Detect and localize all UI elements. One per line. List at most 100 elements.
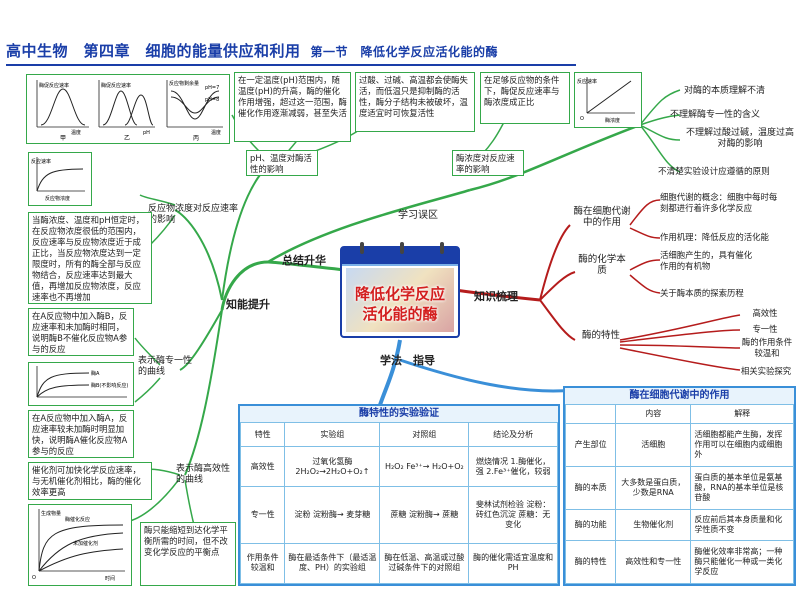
metabolism-mechanism: 作用机理：降低反应的活化能: [660, 232, 769, 242]
misunderstanding-3: 不理解过酸过碱，温度过高对酶的影响: [685, 128, 794, 149]
table-cell: 活细胞: [615, 422, 692, 467]
nature-history: 关于酶本质的探索历程: [660, 288, 744, 298]
calendar-ring: [440, 242, 444, 254]
graph-jia: 酶促反应速率 温度 甲: [36, 80, 89, 142]
branch-nengli: 知能提升: [226, 298, 270, 311]
table-row: 专一性 淀粉 淀粉酶→ 麦芽糖 蔗糖 淀粉酶→ 蔗糖 斐林试剂检验 淀粉：砖红色…: [239, 486, 558, 544]
ph-temp-label: pH、温度对酶活性的影响: [246, 150, 318, 176]
table-cell: 酶在最适条件下（最适温度、PH）的实验组: [284, 542, 381, 585]
section-title: 第一节 降低化学反应活化能的酶: [310, 45, 499, 59]
table-cell: 产生部位: [564, 422, 617, 467]
central-image: [346, 268, 454, 332]
central-topic: 降低化学反应活化能的酶: [340, 242, 460, 338]
g4-ylabel: 反应速率: [577, 78, 597, 85]
table-cell: 淀粉 淀粉酶→ 麦芽糖: [284, 486, 381, 544]
table-header: [564, 404, 617, 424]
misunderstanding-2: 不理解酶专一性的含义: [670, 110, 761, 120]
table-row: 酶的功能 生物催化剂 反应前后其本身质量和化学性质不变: [564, 508, 794, 541]
g3-xlabel: 温度: [211, 129, 221, 136]
enzyme-concentration-graph-box: 反应速率 O 酶浓度: [574, 72, 642, 128]
branch-zhishi: 知识梳理: [474, 290, 518, 303]
metabolism-node: 酶在细胞代谢中的作用: [573, 206, 631, 228]
table-cell: 活细胞都能产生酶，发挥作用可以在细胞内或细胞外: [690, 422, 794, 467]
g5-ylabel: 反应速率: [31, 158, 51, 165]
table-cell: 酶在低温、高温或过酸过碱条件下的对照组: [379, 542, 470, 585]
enzyme-properties-table: 酶特性的实验验证 特性 实验组 对照组 结论及分析 高效性 过氧化氢酶 2H₂O…: [238, 404, 560, 586]
g4-xlabel: 酶浓度: [605, 117, 620, 124]
g7-xlabel: 时间: [105, 575, 115, 582]
specificity-graph-box: 酶A 酶B(不影响反应): [28, 362, 134, 406]
table-row: 酶的特性 高效性和专一性 酶催化效率非常高；一种酶只能催化一种或一类化学反应: [564, 539, 794, 585]
table2-caption: 酶在细胞代谢中的作用: [565, 388, 794, 404]
table-cell: H₂O₂ Fe³⁺→ H₂O+O₂: [379, 446, 470, 488]
enzyme-a-box: 在A反应物中加入酶A，反应速率较未加酶时明显加快，说明酶A催化反应物A参与的反应: [28, 410, 134, 458]
g7-enzyme: 酶催化反应: [65, 516, 90, 523]
equilibrium-box: 酶只能缩短到达化学平衡所需的时间，但不改变化学反应的平衡点: [140, 522, 236, 586]
branch-xuefa: 学法 指导: [380, 354, 435, 367]
nature-node: 酶的化学本质: [578, 254, 626, 276]
table-cell: 高效性: [239, 446, 286, 488]
specificity-curve-label: 表示酶专一性的曲线: [138, 356, 193, 377]
table-cell: 专一性: [239, 486, 286, 544]
table-row: 酶的本质 大多数是蛋白质，少数是RNA 蛋白质的基本单位是氨基酸，RNA的基本单…: [564, 465, 794, 510]
enzyme-concentration-box: 在足够反应物的条件下，酶促反应速率与酶浓度成正比: [480, 72, 570, 124]
enzyme-graphs: 酶促反应速率 温度 甲 酶促反应速率 pH 乙 反应物剩余量 pH=7 pH=8…: [36, 80, 223, 142]
table-cell: 蔗糖 淀粉酶→ 蔗糖: [379, 486, 470, 544]
efficiency-curve-label: 表示酶高效性的曲线: [176, 464, 231, 485]
enzyme-metabolism-table: 酶在细胞代谢中的作用 内容 解释 产生部位 活细胞 活细胞都能产生酶，发挥作用可…: [563, 386, 796, 586]
table-cell: 高效性和专一性: [615, 539, 692, 585]
central-title: 降低化学反应活化能的酶: [354, 285, 445, 323]
substrate-graph-box: 反应速率 反应物浓度: [28, 152, 92, 206]
chapter-title: 高中生物 第四章 细胞的能量供应和利用: [6, 42, 301, 60]
calendar-ring: [360, 242, 364, 254]
g3-ylabel: 反应物剩余量: [169, 80, 199, 87]
table-cell: 斐林试剂检验 淀粉：砖红色沉淀 蔗糖：无变化: [468, 486, 558, 544]
g3-phb: pH=8: [205, 97, 219, 103]
enzyme-b-box: 在A反应物中加入酶B，反应速率和未加酶时相同，说明酶B不催化反应物A参与的反应: [28, 308, 134, 356]
table-cell: 酶催化效率非常高；一种酶只能催化一种或一类化学反应: [690, 539, 794, 585]
nature-definition: 活细胞产生的，具有催化作用的有机物: [660, 250, 753, 271]
branch-wuqu: 学习误区: [398, 210, 438, 221]
feature-mild-conditions: 酶的作用条件较温和: [741, 337, 793, 358]
g7-no-catalyst: 未加催化剂: [73, 540, 98, 547]
efficiency-graph: 生成物量 酶催化反应 未加催化剂 O 时间: [32, 509, 125, 582]
graph-yi-label: 乙: [124, 135, 130, 141]
calendar-ring: [400, 242, 404, 254]
feature-specificity: 专一性: [752, 324, 778, 334]
page-title: 高中生物 第四章 细胞的能量供应和利用第一节 降低化学反应活化能的酶: [6, 40, 498, 61]
table-header: 结论及分析: [468, 421, 558, 448]
misunderstanding-1: 对酶的本质理解不清: [684, 86, 766, 96]
title-underline: [6, 64, 576, 66]
conc-rate-label: 酶浓度对反应速率的影响: [452, 150, 524, 176]
g4-origin: O: [580, 116, 584, 122]
table-row: 高效性 过氧化氢酶 2H₂O₂→2H₂O+O₂↑ H₂O₂ Fe³⁺→ H₂O+…: [239, 446, 558, 488]
ph-temperature-box: 在一定温度(pH)范围内，随温度(pH)的升高，酶的催化作用增强，超过这一范围，…: [234, 72, 351, 142]
catalyst-efficiency-box: 催化剂可加快化学反应速率，与无机催化剂相比，酶的催化效率更高: [28, 462, 152, 500]
table-cell: 酶的催化需适宜温度和PH: [468, 542, 558, 585]
g1-xlabel: 温度: [71, 129, 81, 136]
efficiency-graph-box: 生成物量 酶催化反应 未加催化剂 O 时间: [28, 504, 132, 586]
substrate-rate-label: 反应物浓度对反应速率的影响: [148, 204, 239, 225]
table-cell: 燃烧情况 1.酶催化，强 2.Fe³⁺催化，较弱: [468, 446, 558, 488]
feature-efficiency: 高效性: [752, 308, 778, 318]
table-row: 作用条件较温和 酶在最适条件下（最适温度、PH）的实验组 酶在低温、高温或过酸过…: [239, 542, 558, 585]
table-cell: 作用条件较温和: [239, 542, 286, 585]
table-header: 特性: [239, 421, 286, 448]
table1-caption: 酶特性的实验验证: [240, 406, 558, 422]
graph-bing: 反应物剩余量 pH=7 pH=8 温度 丙: [166, 80, 223, 142]
graph-bing-label: 丙: [193, 135, 199, 141]
table-cell: 蛋白质的基本单位是氨基酸，RNA的基本单位是核苷酸: [690, 465, 794, 510]
enzyme-graphs-box: 酶促反应速率 温度 甲 酶促反应速率 pH 乙 反应物剩余量 pH=7 pH=8…: [26, 74, 230, 144]
calendar-header: [342, 248, 458, 266]
enzyme-concentration-graph: 反应速率 O 酶浓度: [577, 77, 635, 124]
metabolism-concept: 细胞代谢的概念：细胞中每时每刻都进行着许多化学反应: [660, 192, 778, 213]
specificity-graph: 酶A 酶B(不影响反应): [36, 366, 128, 398]
g6-enzyme-a: 酶A: [91, 370, 100, 377]
g5-xlabel: 反应物浓度: [45, 195, 70, 202]
graph-yi: 酶促反应速率 pH 乙: [98, 80, 155, 142]
table-row: 产生部位 活细胞 活细胞都能产生酶，发挥作用可以在细胞内或细胞外: [564, 422, 794, 467]
table-cell: 酶的本质: [564, 465, 617, 510]
misunderstanding-4: 不清楚实验设计应遵循的原则: [658, 167, 770, 177]
g2-xlabel: pH: [143, 130, 150, 136]
table-cell: 酶的功能: [564, 508, 617, 541]
